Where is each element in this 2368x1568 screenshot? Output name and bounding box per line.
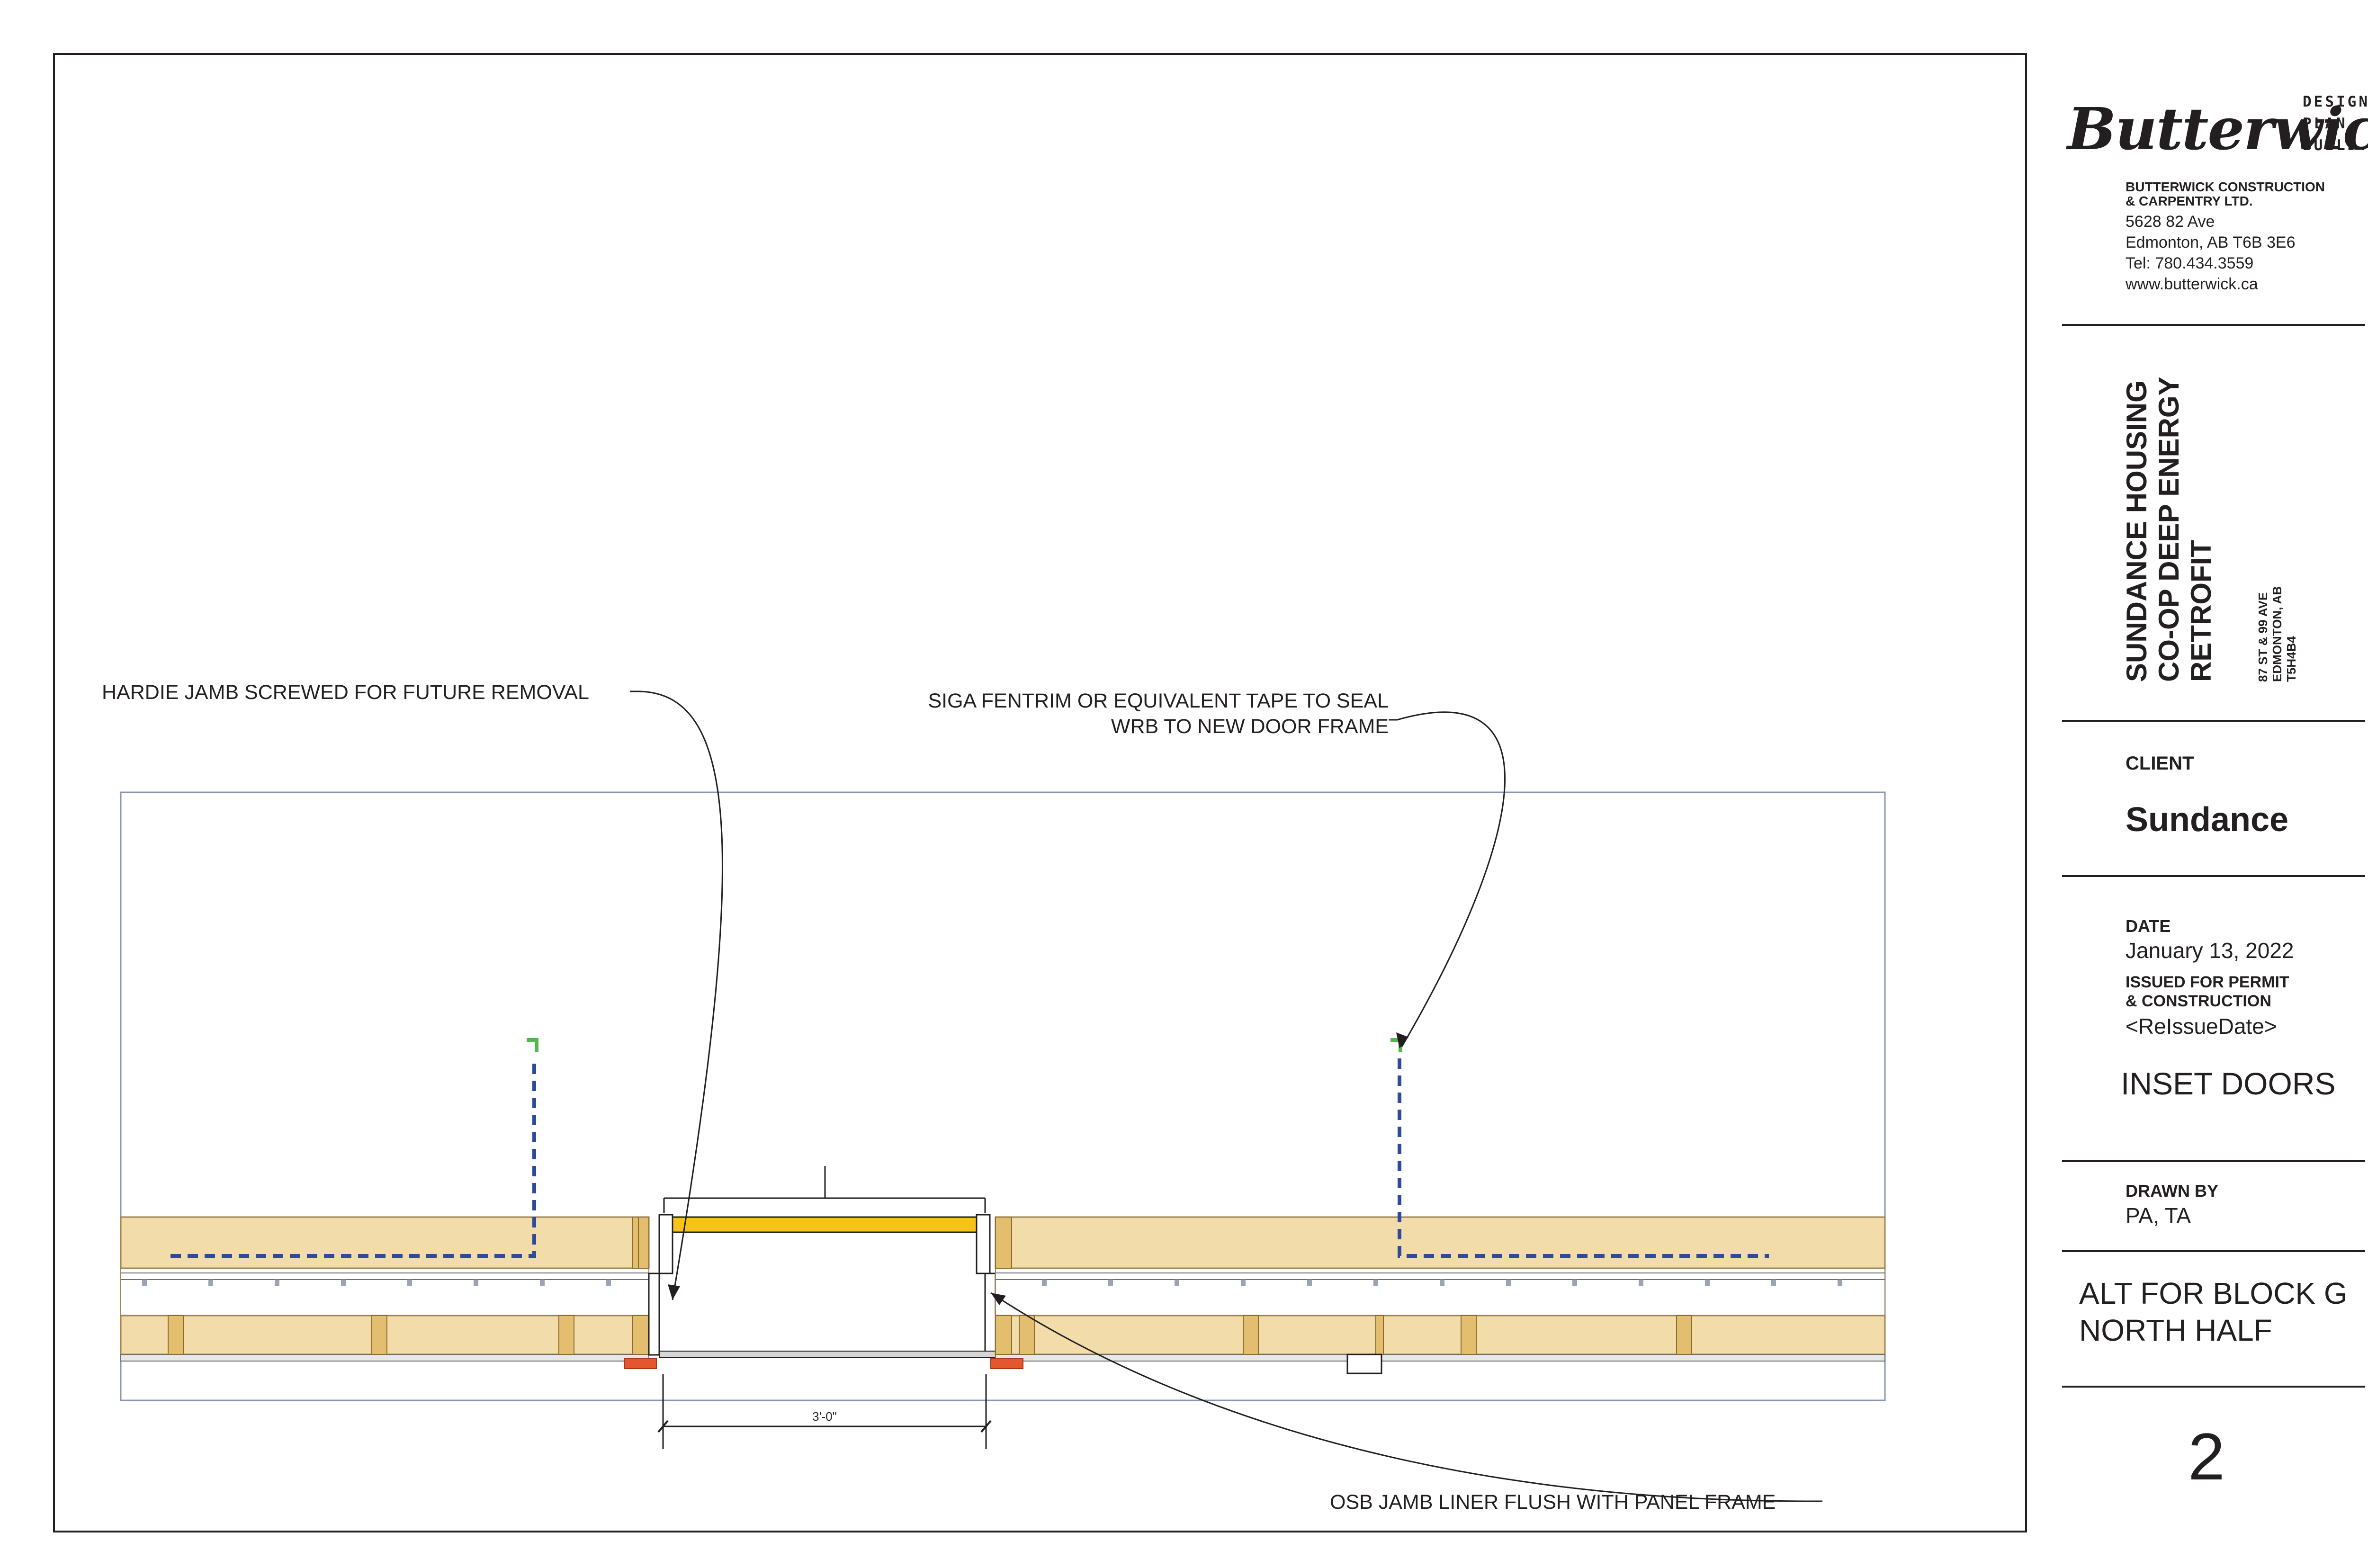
right-jamb [976,1214,991,1274]
right-interior-layer [995,1315,1886,1355]
left-stud [558,1315,574,1355]
right-stud [1676,1315,1692,1355]
sheet-number: 2 [2188,1419,2225,1494]
project-title: SUNDANCE HOUSING CO-OP DEEP ENERGY RETRO… [2121,376,2217,682]
titleblock-divider [2062,720,2365,722]
width-dimension [657,1374,992,1449]
callout-siga-line1: SIGA FENTRIM OR EQUIVALENT TAPE TO SEAL [928,690,1389,712]
wrb-membrane [170,1058,1769,1258]
dimension-label: 3'-0" [812,1409,837,1424]
titleblock-divider [2062,1160,2365,1162]
left-wall-panel [120,1216,657,1369]
company-logo: Butterwick [2067,95,2368,163]
electrical-box [1346,1353,1382,1374]
date-label: DATE [2126,916,2171,936]
threshold [659,1351,996,1358]
left-exterior-layer [120,1216,650,1269]
callout-siga-line2: WRB TO NEW DOOR FRAME [1111,715,1389,738]
logo-tagline: DESIGN. PLAN. BUILD. [2303,93,2368,154]
titleblock-divider [2062,875,2365,877]
leader-lines [630,690,1822,1502]
alt-note: ALT FOR BLOCK G NORTH HALF [2079,1276,2348,1347]
right-flashing-block [990,1358,1023,1369]
right-jamb-liner [984,1272,996,1356]
right-end-stud [995,1217,1012,1269]
drawn-by-label: DRAWN BY [2126,1181,2218,1201]
leader-arrow [668,1284,680,1300]
leader-arrow [991,1293,1006,1305]
right-drywall [995,1354,1885,1362]
leader-arrow [1396,1032,1408,1048]
left-end-stud [632,1315,649,1355]
left-stud [168,1315,184,1355]
issued-label: ISSUED FOR PERMIT & CONSTRUCTION [2126,973,2289,1010]
callout-hardie-jamb: HARDIE JAMB SCREWED FOR FUTURE REMOVAL [102,681,589,704]
reissue-date: <ReIssueDate> [2126,1014,2277,1039]
door-slab [672,1216,978,1233]
company-name: BUTTERWICK CONSTRUCTION & CARPENTRY LTD. [2126,179,2325,208]
left-stud [371,1315,387,1355]
drawn-by-value: PA, TA [2126,1203,2191,1228]
right-stud [1019,1315,1035,1355]
client-label: CLIENT [2126,753,2194,774]
right-cavity-gap [995,1268,1885,1316]
tape-marker [527,1038,1402,1052]
right-end-stud [995,1315,1012,1355]
left-cavity-gap [120,1268,649,1316]
right-stud [1375,1315,1384,1355]
right-wall-panel [990,1216,1886,1374]
left-flashing-block [624,1358,657,1369]
company-address: 5628 82 Ave Edmonton, AB T6B 3E6 Tel: 78… [2126,213,2296,293]
right-exterior-layer [995,1216,1886,1269]
detail-viewport [120,791,1886,1401]
callout-osb-jamb: OSB JAMB LINER FLUSH WITH PANEL FRAME [1330,1491,1776,1514]
sheet-title: INSET DOORS [2121,1066,2336,1101]
door-assembly [638,1166,1006,1358]
drawing-border [53,53,2027,1532]
left-jamb-liner [648,1272,660,1356]
date-value: January 13, 2022 [2126,938,2294,963]
left-jamb [658,1214,673,1274]
titleblock-divider [2062,1386,2365,1388]
client-value: Sundance [2126,801,2289,839]
titleblock-divider [2062,1250,2365,1252]
titleblock-divider [2062,324,2365,326]
right-stud [1243,1315,1259,1355]
project-location: 87 ST & 99 AVE EDMONTON, AB T5H4B4 [2256,586,2298,682]
right-stud [1461,1315,1477,1355]
left-drywall [120,1354,649,1362]
